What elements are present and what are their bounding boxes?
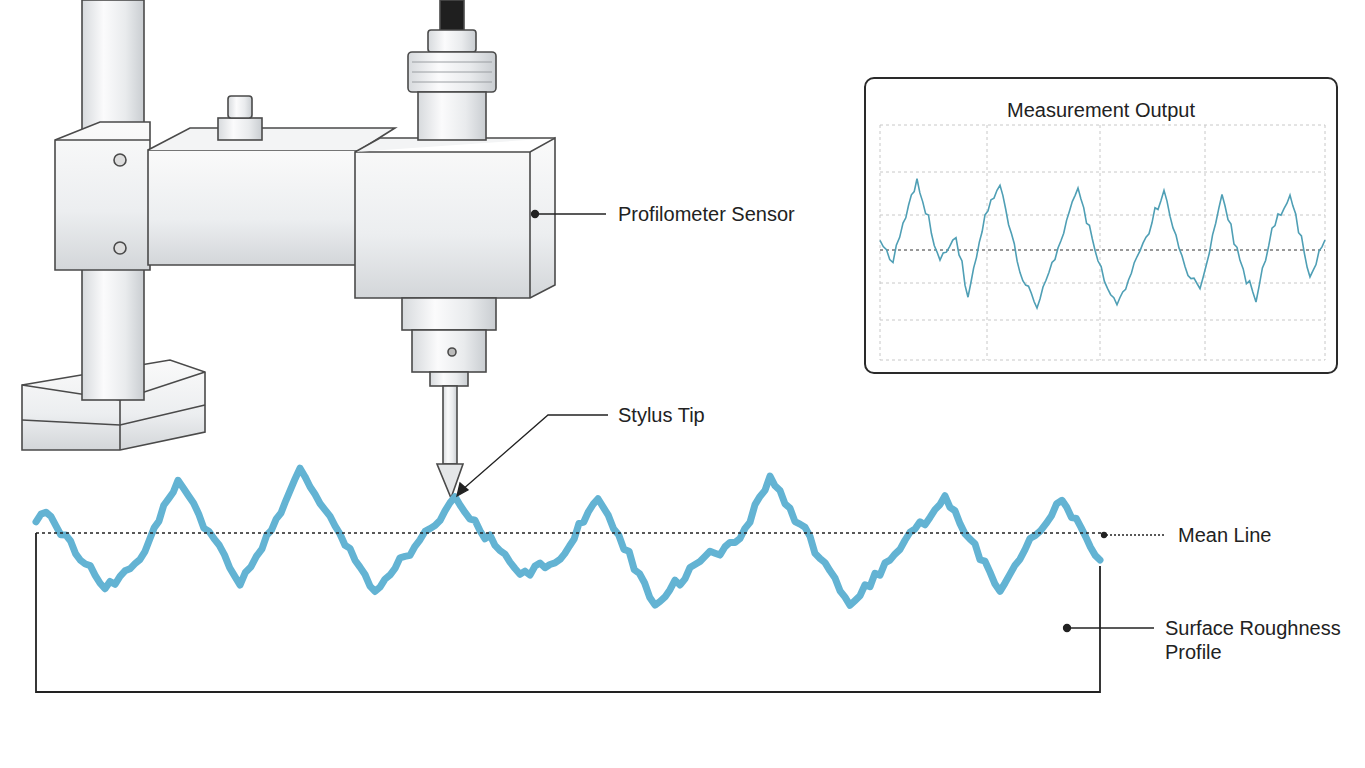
mean-line — [36, 532, 1104, 533]
callout-label: Stylus Tip — [618, 403, 705, 427]
signal-chart — [866, 79, 1336, 372]
panel-title: Measurement Output — [866, 98, 1336, 122]
surface-roughness-profile — [36, 468, 1100, 692]
callout-label: Mean Line — [1178, 523, 1271, 547]
profilometer-stand — [22, 0, 555, 498]
profile-trace — [36, 468, 1100, 605]
signal-trace — [880, 179, 1325, 308]
callout-label: Profilometer Sensor — [618, 202, 795, 226]
output-panel: Measurement Output — [864, 77, 1338, 374]
callout-label: Surface Roughness Profile — [1165, 616, 1355, 664]
